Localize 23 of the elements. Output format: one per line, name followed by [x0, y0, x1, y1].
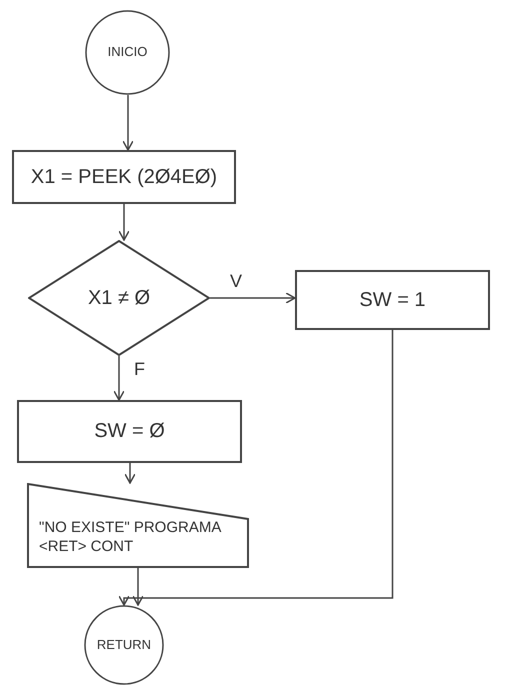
process-box [17, 400, 242, 463]
edge-label: F [132, 360, 147, 378]
arrow [132, 568, 144, 606]
arrow [122, 95, 134, 151]
manual-input-shape [27, 483, 249, 568]
node-text: RETURN [96, 636, 152, 654]
node-text: INICIO [108, 44, 148, 61]
arrow [124, 463, 136, 484]
end-terminal-circle [84, 605, 164, 685]
node-text: "NO EXISTE" PROGRAMA <RET> CONT [38, 518, 222, 556]
edge-label: V [228, 272, 244, 290]
node-text: X1 = PEEK (2Ø4EØ) [30, 164, 218, 190]
arrow [118, 330, 394, 606]
arrow [210, 292, 296, 304]
process-box [295, 270, 490, 330]
start-terminal-circle [85, 10, 170, 95]
arrow [113, 356, 125, 401]
process-box [12, 150, 236, 204]
decision-diamond [28, 240, 210, 356]
node-text: SW = 1 [359, 288, 426, 312]
node-text: X1 ≠ Ø [88, 286, 150, 310]
arrow [118, 204, 130, 241]
node-text: SW = Ø [94, 419, 165, 444]
